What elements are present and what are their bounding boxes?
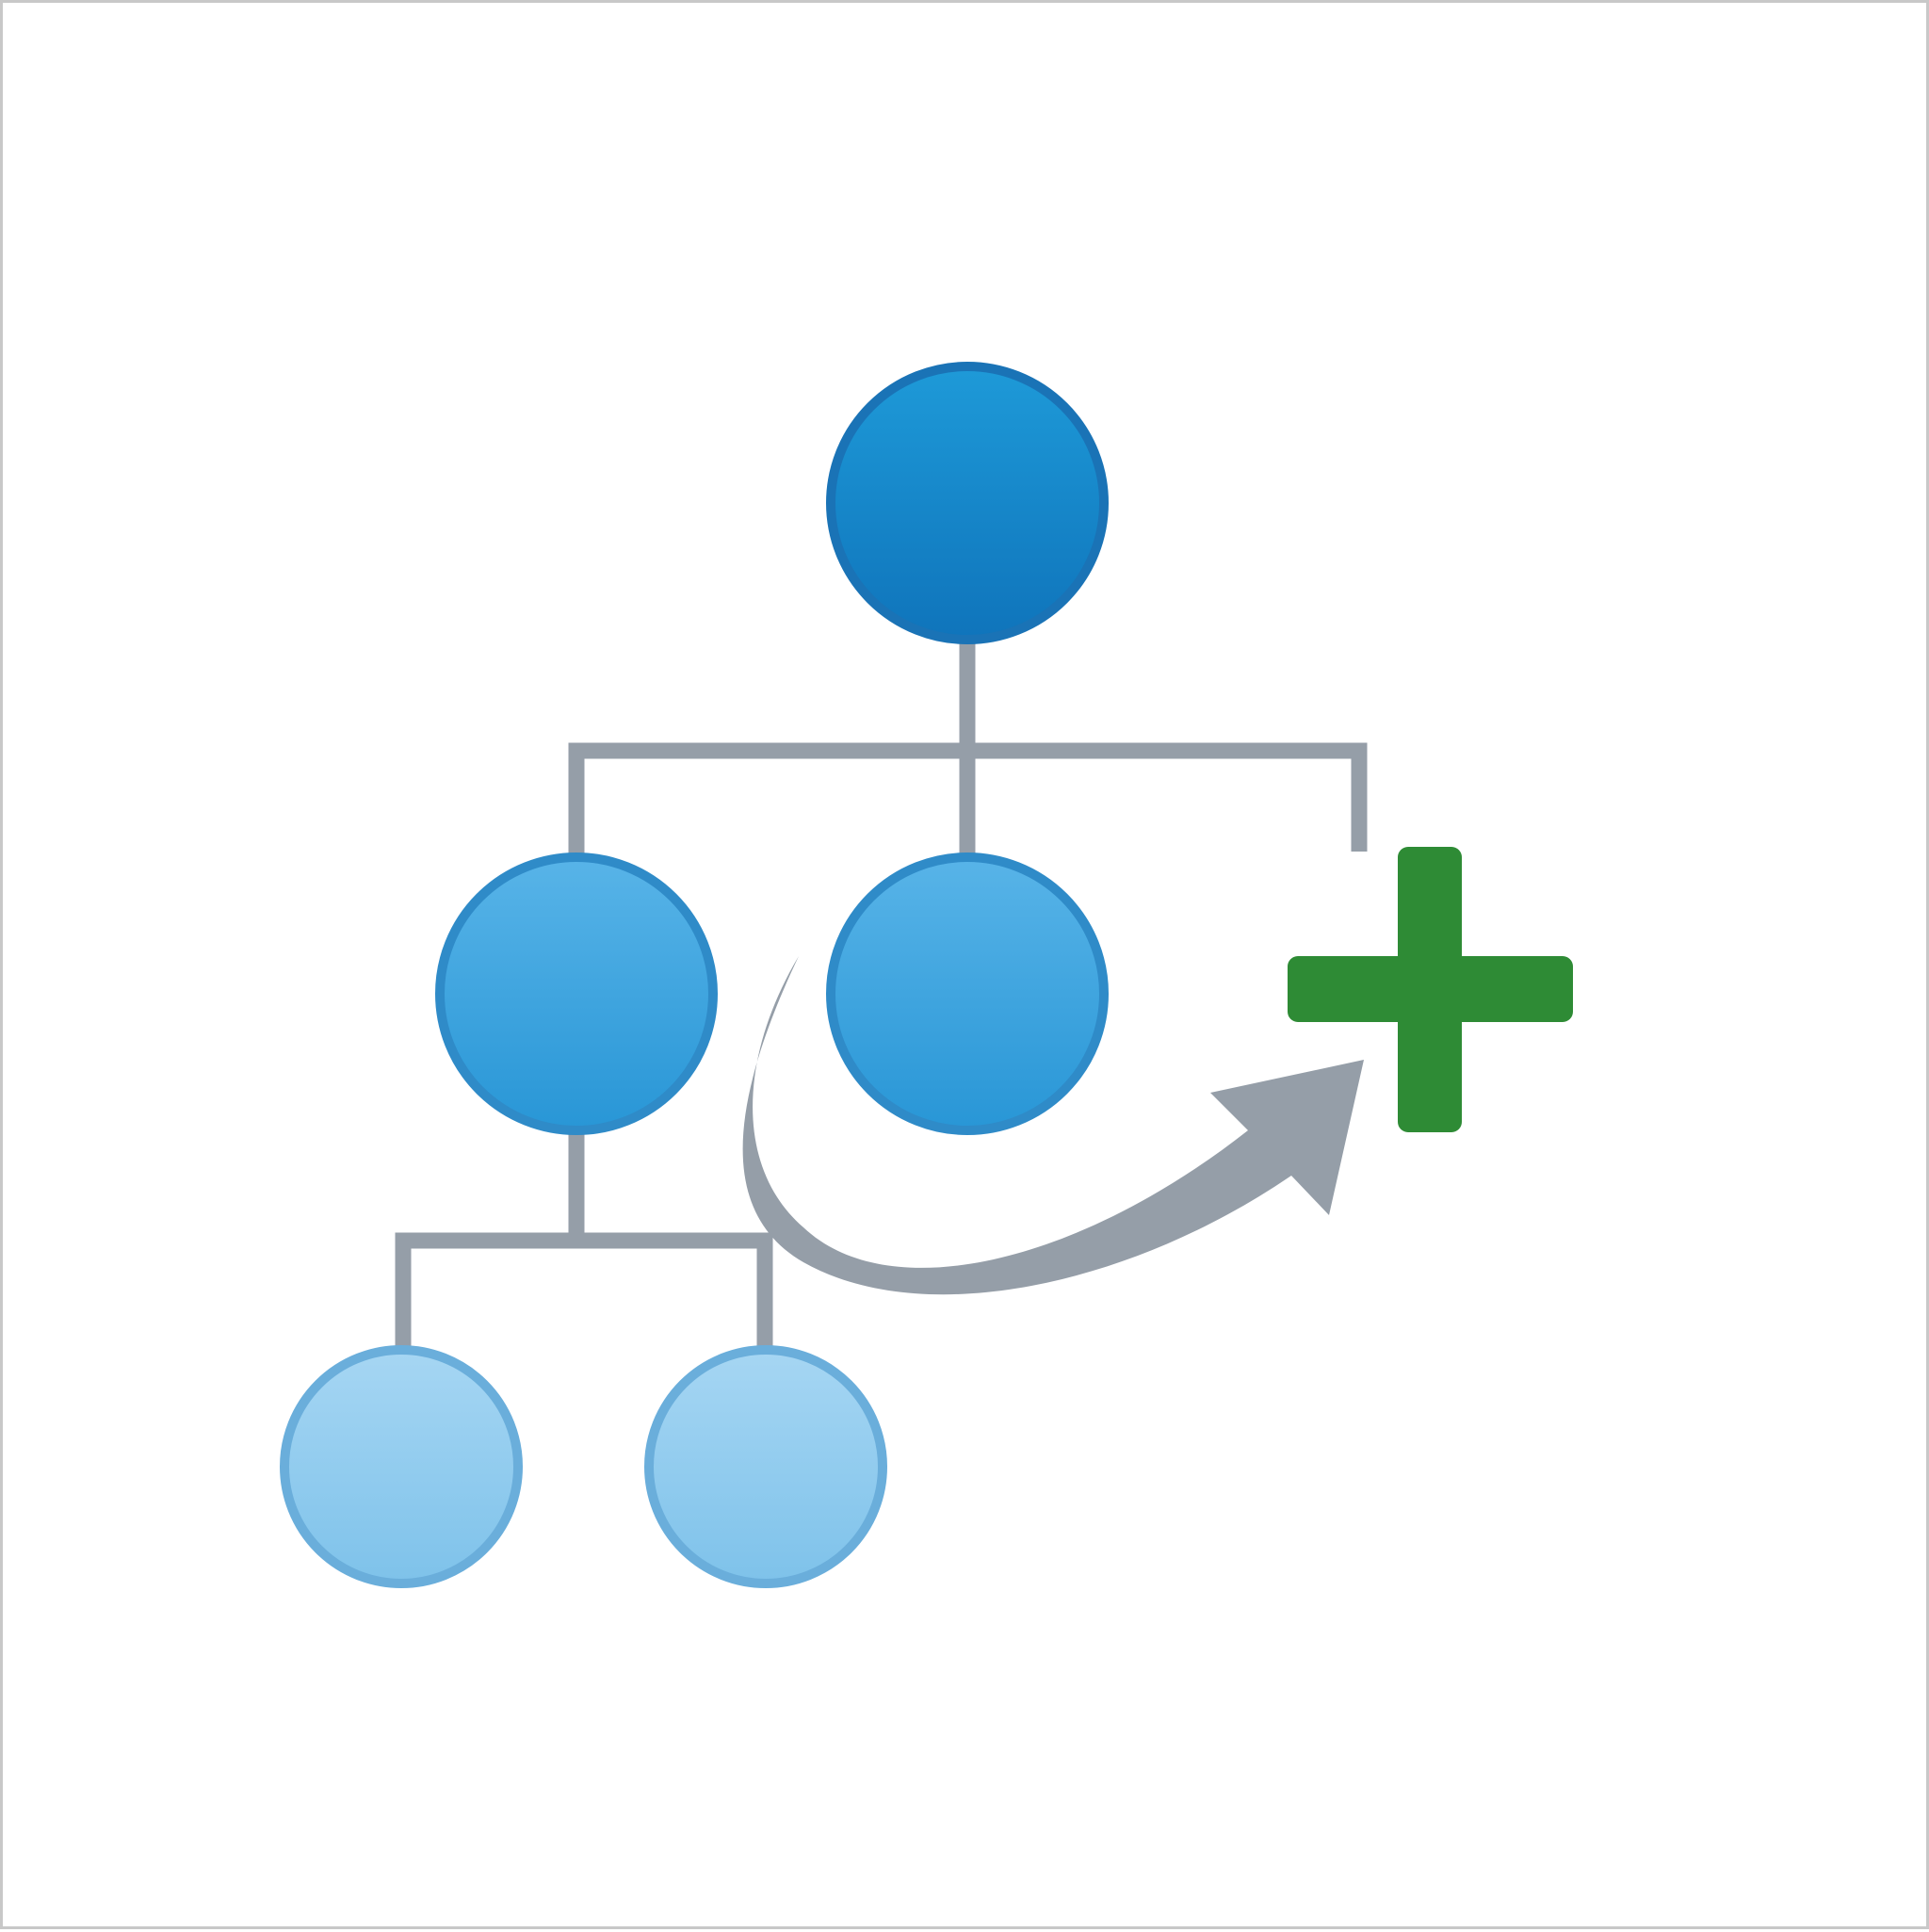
hierarchy-diagram [280,362,1573,1588]
plus-icon[interactable] [1288,847,1573,1132]
child-node-middle [826,852,1109,1135]
connector-level2-bus [395,1232,773,1347]
grandchild-node-left [280,1345,523,1588]
curved-arrow-icon [742,956,1364,1295]
child-node-left [435,852,718,1135]
root-node [826,362,1109,644]
grandchild-node-right [644,1345,887,1588]
